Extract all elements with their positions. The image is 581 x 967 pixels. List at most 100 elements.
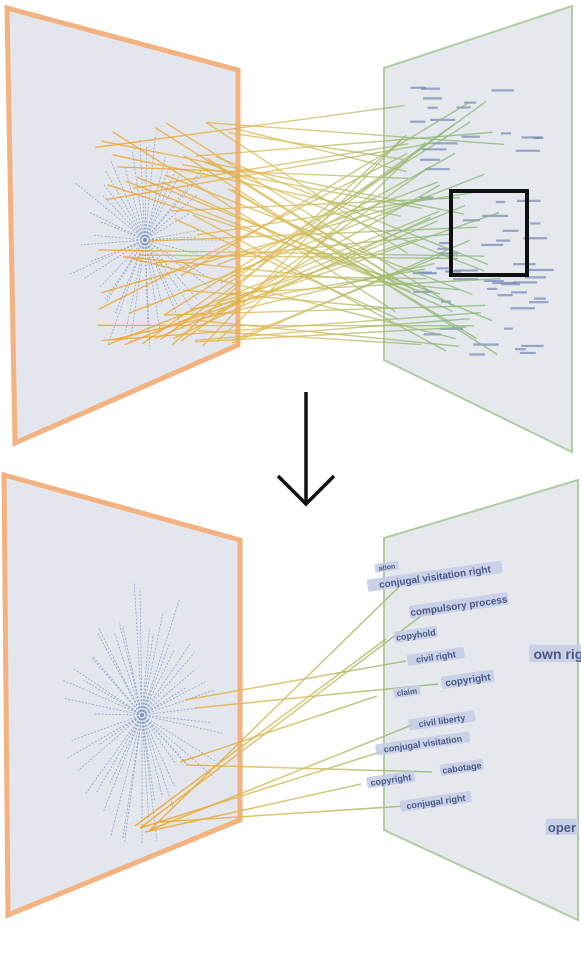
target-label-mark [524,276,547,279]
tree-branch [144,171,205,241]
target-label-mark [501,283,521,286]
tree-branch [109,159,146,241]
target-label-mark [440,327,463,330]
target-label-mark [521,344,544,348]
tree-branch [141,689,215,716]
target-label-mark [421,87,440,90]
tree-branch [144,236,196,241]
focus-box [449,189,529,277]
target-term-label: oper [545,818,579,835]
tree-branch [144,239,211,288]
target-label-mark [512,263,536,266]
target-label-mark [427,106,438,109]
tree-branch [144,170,183,241]
target-label-mark [491,89,515,92]
target-term-text: claim [396,686,418,698]
tree-branch [80,239,146,246]
target-label-mark [423,333,441,336]
correspondence-edge [164,304,486,316]
target-label-mark [456,106,471,109]
correspondence-edge [198,330,422,346]
correspondence-edge [187,764,433,773]
tree-branch [133,581,143,716]
tree-branch [144,212,190,241]
target-label-mark [462,219,480,222]
tree-branch [141,714,163,798]
target-label-mark [515,149,540,152]
correspondence-edge [165,122,455,308]
correspondence-edge [174,218,398,320]
target-label-mark [483,279,504,283]
tree-branch [122,714,143,840]
target-label-mark [534,297,546,300]
target-label-mark [420,158,440,161]
target-label-mark [514,348,526,351]
target-label-mark [512,281,538,284]
tree-branch [141,687,187,716]
correspondence-edge [205,121,408,255]
correspondence-edge [107,210,440,346]
tree-branch [141,643,191,716]
target-label-mark [410,120,426,123]
tree-branch [141,714,177,765]
tree-branch [139,588,143,716]
tree-branch [94,713,143,716]
correspondence-edge [161,181,453,313]
correspondence-edge [124,204,466,346]
target-label-mark [530,222,541,225]
correspondence-edge [101,195,431,294]
target-label-mark [521,136,543,139]
correspondence-edge [112,131,396,313]
tree-branch [144,239,198,300]
tree-branch [131,150,146,241]
correspondence-edge [134,638,387,827]
tree-branch [141,598,181,716]
target-term-text: own right [534,646,581,662]
target-label-mark [432,142,458,145]
correspondence-edge [190,268,426,310]
target-label-mark [492,281,517,285]
target-label-mark [425,168,450,171]
tree-branch [98,627,143,716]
target-label-mark [439,241,452,245]
tree-branch [141,714,217,763]
correspondence-edge [217,184,441,313]
tree-branch [144,167,170,241]
correspondence-edge [195,131,493,157]
correspondence-edge [195,317,470,341]
correspondence-edge [122,256,459,291]
tree-branch [75,182,146,241]
bottom-correspondence-edges [134,580,439,833]
target-label-mark [453,269,478,272]
tree-branch [118,622,143,716]
down-arrow-icon [276,392,336,507]
correspondence-edge [129,173,485,314]
tree-branch [99,220,146,241]
tree-branch [62,679,143,716]
correspondence-edge [184,660,407,701]
target-label-mark [497,294,513,297]
target-label-mark [437,247,449,250]
tree-branch [141,649,175,716]
correspondence-edge [180,166,431,342]
correspondence-edge [149,724,413,831]
correspondence-edge [101,140,465,215]
target-term-text: oper [548,820,576,835]
correspondence-edge [95,104,405,149]
tree-branch [144,239,206,277]
correspondence-edge [183,154,498,356]
target-label-mark [436,267,449,270]
target-term-label: claim [393,685,421,699]
tree-branch [141,714,155,801]
tree-branch [141,669,196,716]
tree-branch [105,171,146,241]
tree-branch [65,714,143,760]
target-label-mark [438,252,459,255]
tree-branch [110,714,143,838]
bottom-source-tree [62,581,223,845]
target-label-mark [504,327,513,330]
correspondence-edge [180,101,471,277]
tree-branch [95,714,143,794]
tree-branch [92,656,143,716]
